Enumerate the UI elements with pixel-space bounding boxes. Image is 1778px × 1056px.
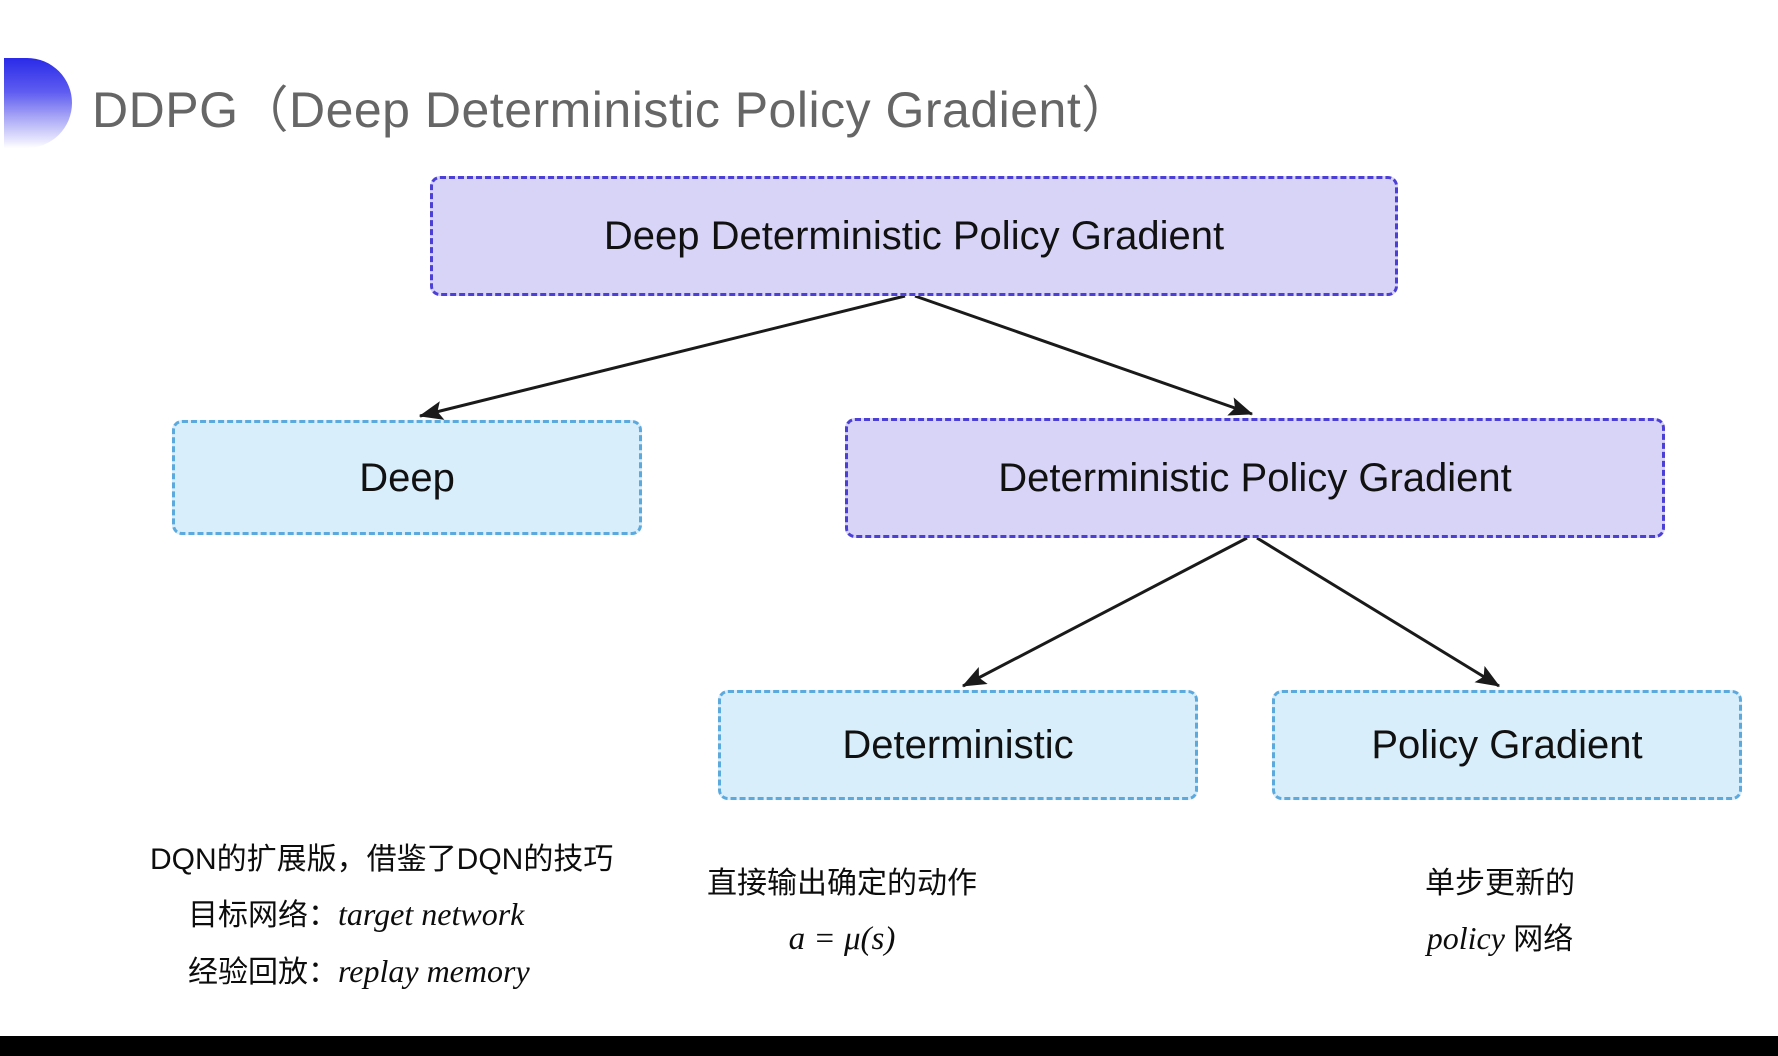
caption-deep-line2-label: 目标网络： xyxy=(188,899,338,933)
caption-deep-line2: 目标网络：target network xyxy=(150,886,613,943)
caption-policy-gradient: 单步更新的 policy 网络 xyxy=(1425,857,1575,967)
caption-deep-line3-term: replay memory xyxy=(338,953,530,990)
edge-dpg-to-policy-gradient xyxy=(1256,536,1501,688)
caption-deterministic-line1: 直接输出确定的动作 xyxy=(707,867,977,900)
slide-left-edge xyxy=(0,0,4,1056)
caption-deterministic: 直接输出确定的动作 a = μ(s) xyxy=(707,857,977,969)
edge-root-to-deep xyxy=(418,294,906,420)
caption-policy-gradient-term: policy xyxy=(1426,920,1505,957)
diagram-node-deterministic-policy-gradient[interactable]: Deterministic Policy Gradient xyxy=(845,418,1665,538)
caption-deep: DQN的扩展版，借鉴了DQN的技巧 目标网络：target network 经验… xyxy=(150,833,613,1000)
diagram-node-deterministic[interactable]: Deterministic xyxy=(718,690,1198,800)
caption-deep-line1: DQN的扩展版，借鉴了DQN的技巧 xyxy=(150,843,614,876)
diagram-node-policy-gradient[interactable]: Policy Gradient xyxy=(1272,690,1742,800)
page-title: DDPG（Deep Deterministic Policy Gradient） xyxy=(92,82,1132,138)
caption-deep-line2-term: target network xyxy=(338,896,525,933)
slide-bottom-bar xyxy=(0,1036,1778,1056)
caption-policy-gradient-suffix: 网络 xyxy=(1504,923,1574,957)
title-accent-half-circle-icon xyxy=(0,58,72,148)
diagram-node-deep-deterministic-policy-gradient[interactable]: Deep Deterministic Policy Gradient xyxy=(430,176,1398,296)
caption-deep-line3: 经验回放：replay memory xyxy=(150,943,613,1000)
caption-policy-gradient-line1: 单步更新的 xyxy=(1425,867,1575,900)
diagram-node-deep[interactable]: Deep xyxy=(172,420,642,535)
caption-deep-line3-label: 经验回放： xyxy=(188,956,338,990)
edge-root-to-dpg xyxy=(914,294,1254,416)
caption-deterministic-formula: a = μ(s) xyxy=(788,921,896,958)
caption-policy-gradient-line2: policy 网络 xyxy=(1425,910,1575,967)
edge-dpg-to-deterministic xyxy=(961,536,1248,688)
